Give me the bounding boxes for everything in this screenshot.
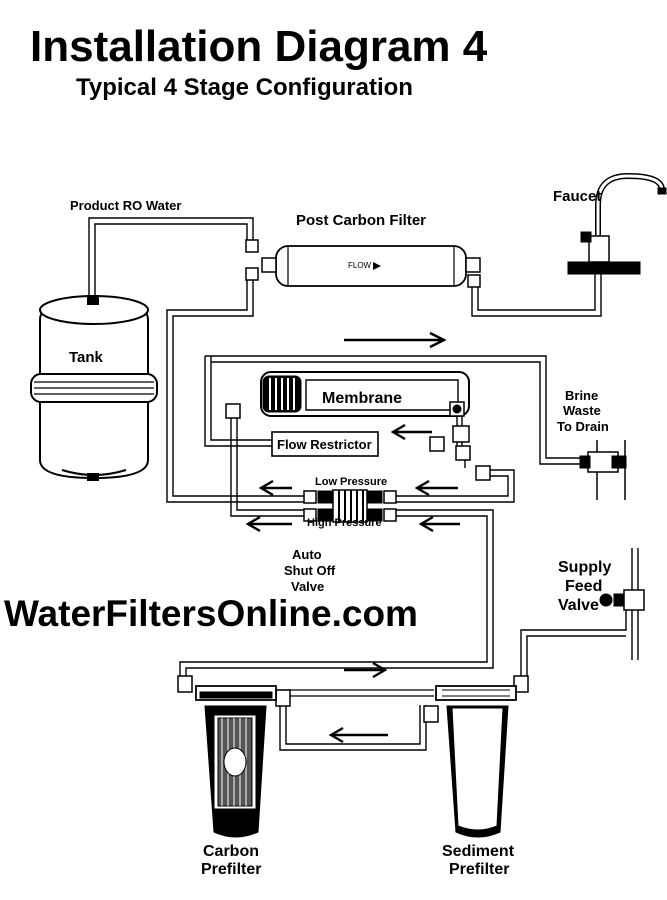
supply-feed-valve [599, 589, 645, 611]
arrow-left-icon [414, 479, 458, 497]
flow-marker: FLOW [348, 261, 372, 270]
drain-saddle [579, 440, 627, 500]
brine-label-line2: Waste [563, 403, 601, 418]
faucet-icon [567, 172, 667, 275]
sediment-prefilter [423, 675, 529, 838]
arrow-left-icon [418, 515, 460, 533]
auto-label-line1: Auto [292, 547, 322, 562]
sediment-prefilter-label-line1: Sediment [442, 843, 515, 860]
arrow-right-icon [344, 331, 447, 349]
flow-direction-icon [373, 262, 381, 270]
flow-restrictor [271, 425, 491, 481]
carbon-prefilter-label-line1: Carbon [203, 843, 259, 860]
post-carbon-filter-label: Post Carbon Filter [296, 212, 426, 229]
arrow-left-icon [390, 423, 432, 441]
arrow-left-icon [245, 515, 292, 533]
membrane-housing [225, 371, 470, 419]
low-pressure-label: Low Pressure [315, 476, 387, 488]
supply-label-line3: Valve [558, 597, 599, 614]
auto-label-line3: Valve [291, 579, 324, 594]
arrow-right-icon [344, 661, 388, 679]
auto-shut-off-valve [303, 489, 397, 523]
brine-label-line3: To Drain [557, 419, 609, 434]
supply-label-line2: Feed [565, 578, 602, 595]
sediment-prefilter-label-line2: Prefilter [449, 861, 509, 878]
diagram-subtitle: Typical 4 Stage Configuration [76, 74, 413, 101]
post-carbon-filter: FLOW [245, 239, 481, 288]
website-watermark: WaterFiltersOnline.com [4, 593, 418, 634]
tank-label: Tank [69, 349, 104, 366]
carbon-prefilter-label-line2: Prefilter [201, 861, 261, 878]
auto-label-line2: Shut Off [284, 563, 336, 578]
high-pressure-label: High Pressure [307, 517, 382, 529]
arrow-left-icon [328, 726, 388, 744]
arrow-left-icon [258, 479, 292, 497]
membrane-label: Membrane [322, 390, 402, 407]
storage-tank [30, 295, 158, 481]
diagram-title: Installation Diagram 4 [30, 22, 488, 71]
supply-label-line1: Supply [558, 559, 611, 576]
flow-restrictor-label: Flow Restrictor [277, 437, 372, 452]
faucet-label: Faucet [553, 188, 601, 205]
carbon-prefilter [177, 675, 291, 838]
brine-label-line1: Brine [565, 388, 598, 403]
flow-arrows [245, 331, 460, 744]
product-ro-water-label: Product RO Water [70, 198, 181, 213]
